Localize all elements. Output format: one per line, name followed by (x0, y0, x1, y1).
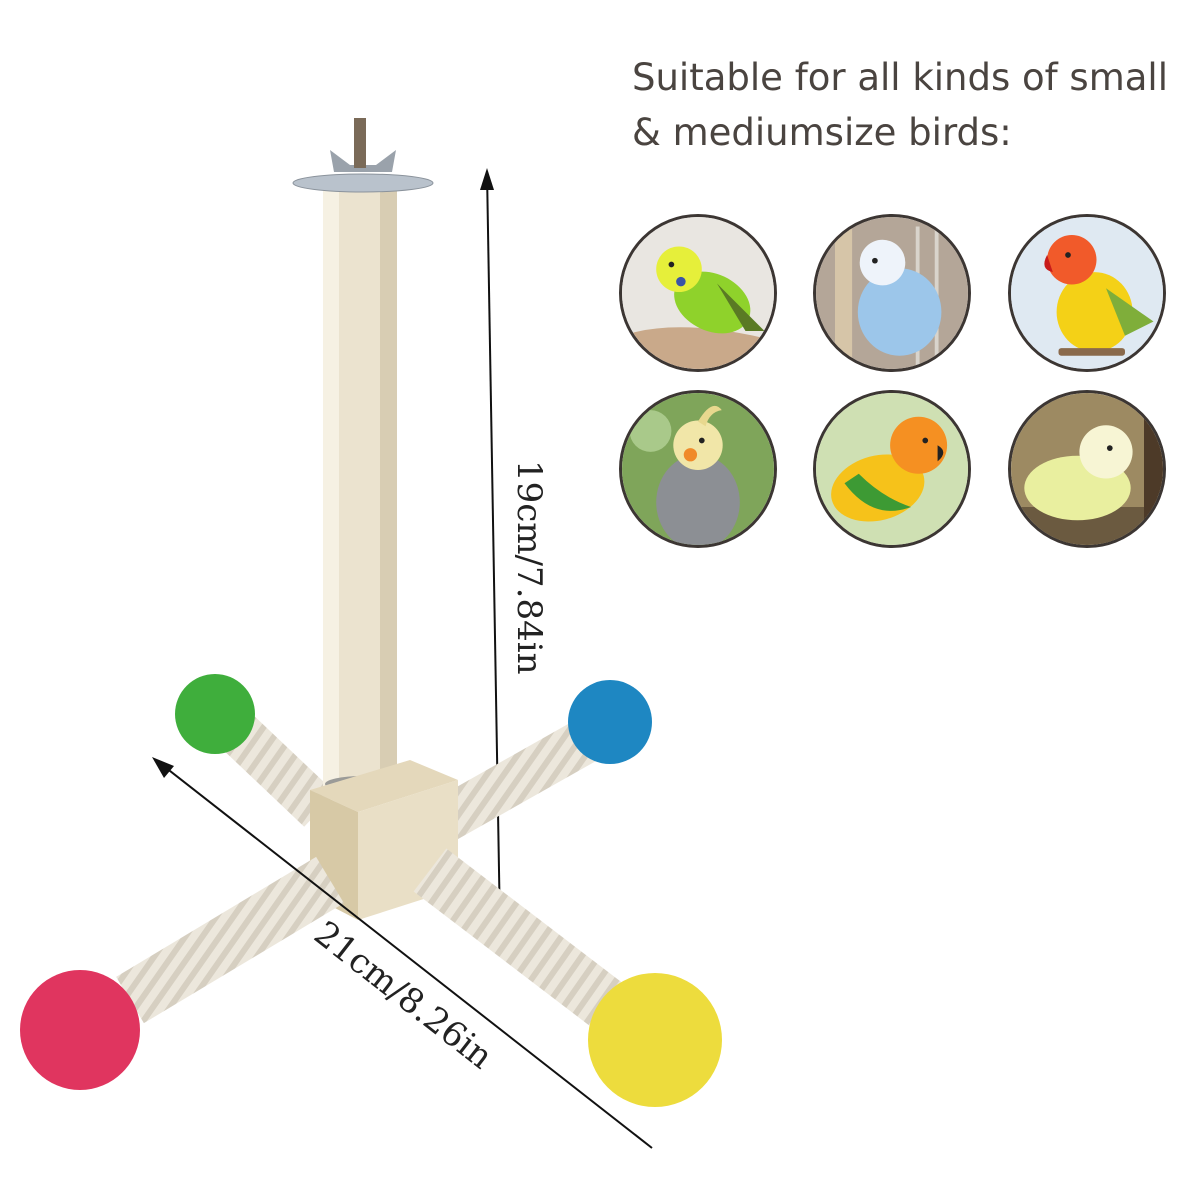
headline: Suitable for all kinds of small & medium… (632, 50, 1192, 160)
bird-photo-6 (1008, 390, 1166, 548)
bird-photo-2 (813, 214, 971, 372)
ball-back-left (175, 674, 255, 754)
wing-nut (292, 118, 434, 193)
width-dimension (152, 757, 653, 1149)
headline-line-1: Suitable for all kinds of small (632, 56, 1168, 99)
rope-arm-back-right (433, 717, 602, 841)
wooden-dowel (323, 190, 399, 792)
rope-arm-front-right (413, 848, 637, 1037)
headline-line-2: & mediumsize birds: (632, 111, 1012, 154)
ball-front-right (588, 973, 722, 1107)
rope-arm-front-left (116, 856, 344, 1024)
height-label: 19cm/7.84in (509, 460, 549, 674)
ball-front-left (20, 970, 140, 1090)
bird-photo-5 (813, 390, 971, 548)
bird-photo-1 (619, 214, 777, 372)
width-label: 21cm/8.26in (306, 914, 500, 1078)
bird-photo-4 (619, 390, 777, 548)
bird-photo-3 (1008, 214, 1166, 372)
ball-back-right (568, 680, 652, 764)
